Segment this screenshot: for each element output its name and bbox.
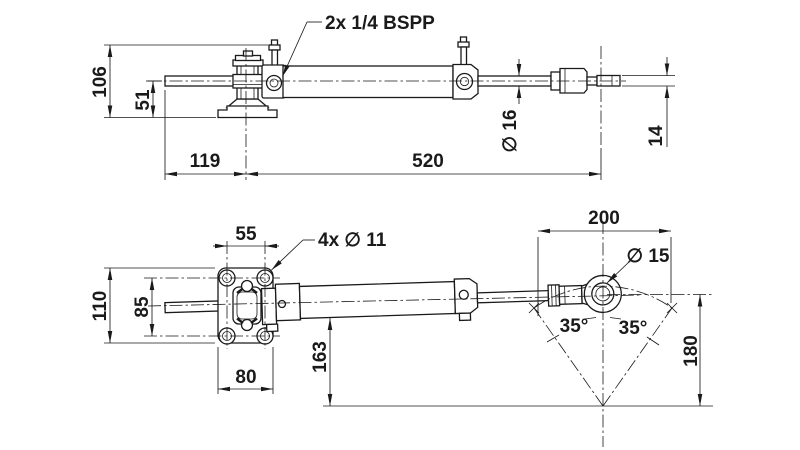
fitting-stem xyxy=(460,46,468,66)
dim-119: 119 xyxy=(164,90,246,180)
dim-rod-diameter: ∅ 16 xyxy=(500,59,522,153)
port-fitting-left xyxy=(268,39,281,67)
swing-fan: 35° 35° xyxy=(323,285,713,407)
port-fitting-right xyxy=(457,36,470,66)
swing-line-left xyxy=(533,307,604,407)
pedestal-base xyxy=(217,105,278,119)
port-boss-left xyxy=(265,74,283,92)
fitting-stem xyxy=(271,49,279,67)
dim-text-55: 55 xyxy=(235,224,257,245)
port-boss-right xyxy=(455,72,474,91)
swing-arc xyxy=(533,285,673,309)
ball-joint-ring xyxy=(591,282,615,306)
dim-51: 51 xyxy=(133,80,162,118)
cylinder-barrel xyxy=(282,65,454,99)
angle-leader xyxy=(546,334,560,343)
dim-180: 180 xyxy=(681,294,703,406)
top-view: 106 51 119 520 ∅ 16 14 xyxy=(90,13,675,180)
ports-label: 2x 1/4 BSPP xyxy=(325,13,435,34)
dim-text-180: 180 xyxy=(681,335,702,367)
clamp-screw-bottom xyxy=(240,318,254,332)
dim-text-rod-dia: ∅ 16 xyxy=(500,110,521,153)
angle-text-left: 35° xyxy=(560,316,589,337)
dim-80: 80 xyxy=(217,347,274,394)
fitting-head xyxy=(457,41,470,48)
head-screw xyxy=(277,299,287,309)
angle-dash xyxy=(584,317,597,320)
clamp-screw-top xyxy=(240,279,254,293)
arc-end-tick xyxy=(528,302,540,314)
jam-nut xyxy=(547,284,561,307)
pedestal-mount xyxy=(217,50,278,119)
dim-text-110: 110 xyxy=(90,291,111,322)
dim-text-14: 14 xyxy=(646,125,667,147)
angle-leader xyxy=(646,336,660,346)
angle-dash xyxy=(609,317,622,320)
leader-line xyxy=(271,239,304,271)
ball-diameter-callout: ∅ 15 xyxy=(606,246,670,284)
leader-line xyxy=(606,261,630,284)
dim-200: 200 xyxy=(537,208,672,316)
dim-text-85: 85 xyxy=(132,296,153,318)
swing-line-right xyxy=(602,307,673,407)
dim-14: 14 xyxy=(622,57,675,147)
holes-label: 4x ∅ 11 xyxy=(318,230,387,251)
dim-text-80: 80 xyxy=(235,367,256,388)
dim-text-106: 106 xyxy=(90,66,111,98)
dim-text-163: 163 xyxy=(310,341,331,373)
angle-text-right: 35° xyxy=(619,318,648,339)
wedge-mark xyxy=(236,287,244,294)
dim-55: 55 xyxy=(213,224,279,249)
end-cap-port xyxy=(458,289,469,300)
centerline-axis xyxy=(147,294,641,307)
dim-106: 106 xyxy=(90,44,268,118)
end-cap-fitting xyxy=(458,312,472,322)
dim-text-520: 520 xyxy=(412,151,444,172)
nut-line xyxy=(551,285,553,307)
wedge-mark xyxy=(250,317,258,324)
dim-85: 85 xyxy=(132,278,155,336)
dim-110: 110 xyxy=(90,267,215,344)
wedge-mark xyxy=(250,287,258,294)
arc-end-tick xyxy=(666,302,678,314)
dim-520: 520 xyxy=(246,151,601,177)
leader-line xyxy=(282,21,308,77)
dim-163: 163 xyxy=(310,318,333,406)
dim-text-51: 51 xyxy=(133,89,154,111)
wedge-mark xyxy=(236,317,244,324)
dim-text-119: 119 xyxy=(190,151,221,172)
head-fitting xyxy=(265,323,279,333)
head-block-a xyxy=(260,287,278,326)
port-bore-left xyxy=(269,78,279,88)
fitting-head xyxy=(268,44,281,51)
tilted-cylinder-group xyxy=(260,274,622,333)
dim-text-200: 200 xyxy=(588,208,620,229)
holes-callout: 4x ∅ 11 xyxy=(271,230,387,271)
cap-tab xyxy=(242,50,254,57)
port-bore-right xyxy=(459,76,470,87)
bottom-view: 35° 35° 110 85 55 80 xyxy=(90,208,713,447)
dim-text-ball-dia: ∅ 15 xyxy=(627,246,670,267)
coupler-line xyxy=(564,286,566,305)
ports-callout: 2x 1/4 BSPP xyxy=(282,13,435,77)
